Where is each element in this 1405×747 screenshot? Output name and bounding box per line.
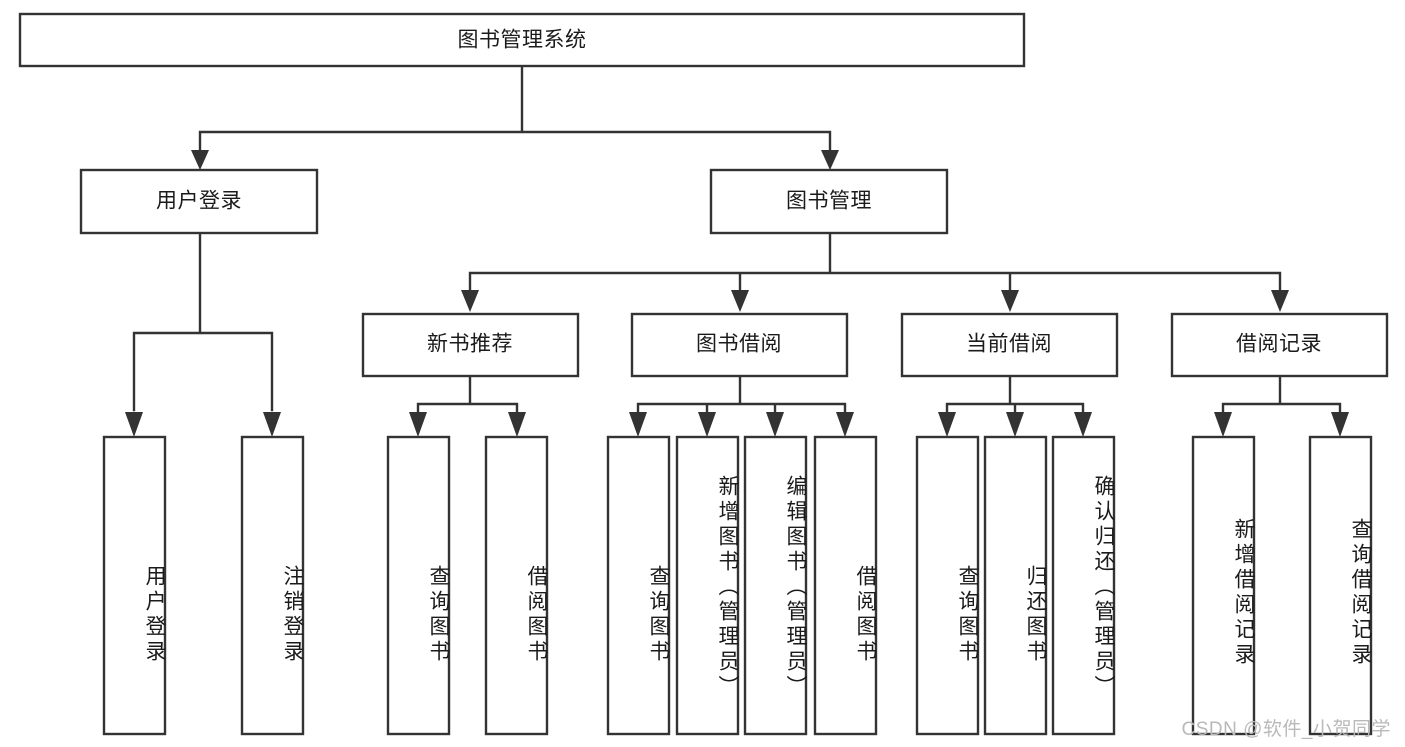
node-book-management[interactable]: 图书管理 xyxy=(709,168,949,235)
leaf-box-query-books-current[interactable] xyxy=(915,435,980,736)
leaf-box-query-borrow-record[interactable] xyxy=(1308,435,1373,736)
connectors-records-to-leaves xyxy=(1214,374,1349,437)
leaf-box-query-books-borrow[interactable] xyxy=(606,435,671,736)
node-book-borrow[interactable]: 图书借阅 xyxy=(630,312,849,378)
connectors-current-to-leaves xyxy=(938,374,1092,437)
node-borrow-records[interactable]: 借阅记录 xyxy=(1170,312,1389,378)
node-user-login-box[interactable] xyxy=(79,168,319,235)
node-borrow-records-label: 借阅记录 xyxy=(1236,333,1322,356)
node-root[interactable]: 图书管理系统 xyxy=(18,12,1026,68)
leaf-box-return-books[interactable] xyxy=(983,435,1048,736)
node-new-book-recommend-box[interactable] xyxy=(361,312,580,378)
node-current-borrow-label: 当前借阅 xyxy=(966,333,1052,356)
node-user-login[interactable]: 用户登录 xyxy=(79,168,319,235)
node-borrow-records-box[interactable] xyxy=(1170,312,1389,378)
leaf-box-edit-book-admin[interactable] xyxy=(743,435,808,736)
node-new-book-recommend-label: 新书推荐 xyxy=(427,333,513,356)
leaf-box-borrow-books[interactable] xyxy=(813,435,878,736)
connectors-newbooks-to-leaves xyxy=(409,374,526,437)
connectors-userlogin-to-leaves xyxy=(125,231,281,437)
connectors-borrow-to-leaves xyxy=(629,374,854,437)
leaf-box-add-borrow-record[interactable] xyxy=(1191,435,1256,736)
leaf-box-query-books-newbook[interactable] xyxy=(386,435,451,736)
node-root-label: 图书管理系统 xyxy=(458,29,587,52)
leaf-box-confirm-return-admin[interactable] xyxy=(1051,435,1116,736)
leaf-box-logout[interactable] xyxy=(240,435,305,736)
node-book-borrow-label: 图书借阅 xyxy=(696,333,782,356)
node-book-management-box[interactable] xyxy=(709,168,949,235)
leaf-box-user-login[interactable] xyxy=(102,435,167,736)
node-user-login-label: 用户登录 xyxy=(156,190,242,213)
leaf-box-borrow-books-newbook[interactable] xyxy=(484,435,549,736)
connectors-bookmgmt-to-level3 xyxy=(461,231,1289,312)
node-root-box[interactable] xyxy=(18,12,1026,68)
node-book-borrow-box[interactable] xyxy=(630,312,849,378)
connectors-root-to-level2 xyxy=(191,65,839,170)
leaf-boxes xyxy=(102,435,1373,736)
node-current-borrow[interactable]: 当前借阅 xyxy=(900,312,1119,378)
node-current-borrow-box[interactable] xyxy=(900,312,1119,378)
csdn-watermark: CSDN @软件_小贺同学 xyxy=(1181,719,1391,740)
node-new-book-recommend[interactable]: 新书推荐 xyxy=(361,312,580,378)
leaf-box-add-book-admin[interactable] xyxy=(675,435,740,736)
node-book-management-label: 图书管理 xyxy=(786,190,872,213)
